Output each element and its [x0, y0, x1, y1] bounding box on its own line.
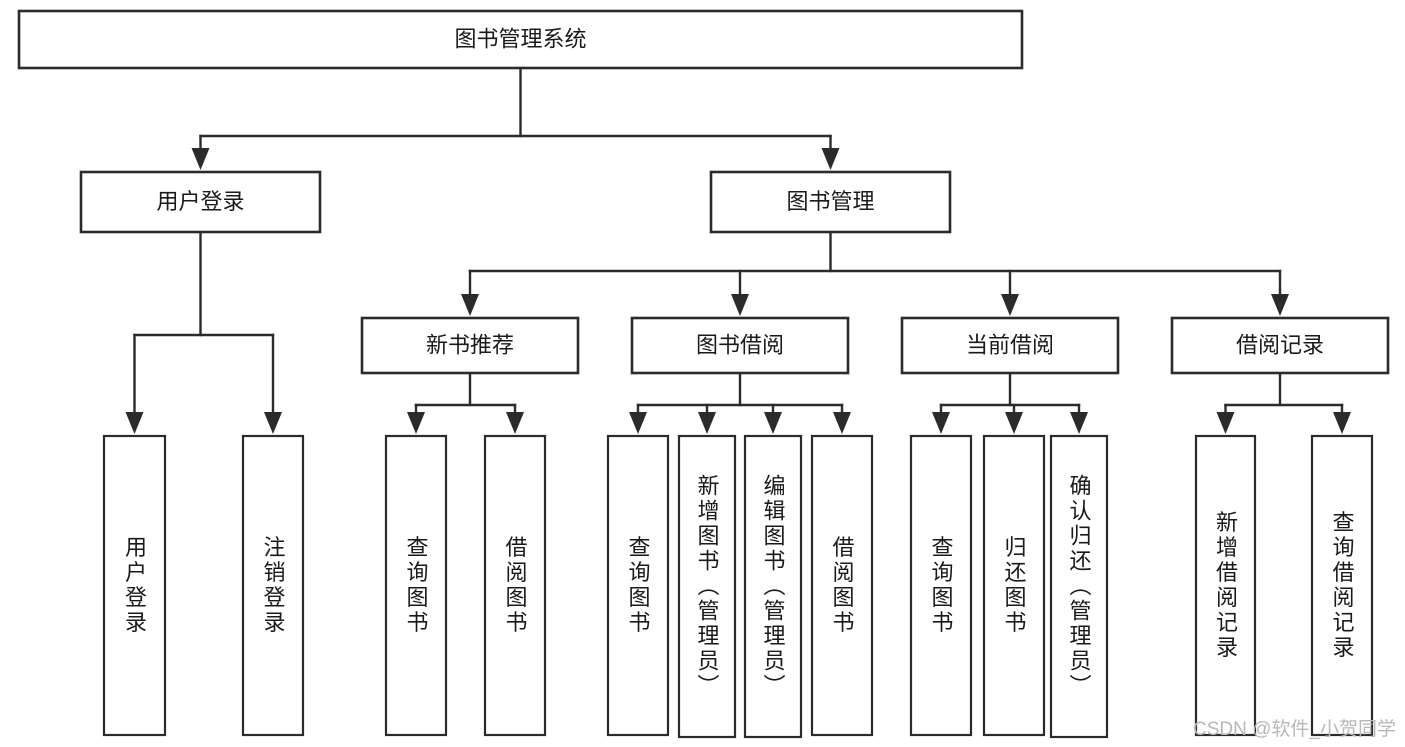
node-borrow-records[interactable]: 借阅记录	[1170, 316, 1390, 375]
node-label-nbr-query-book: 查询图书	[404, 536, 429, 636]
node-user-login[interactable]: 用户登录	[79, 170, 322, 234]
node-undefined[interactable]: 图书管理系统	[17, 9, 1024, 70]
node-box-book-borrow	[630, 316, 850, 375]
node-box-current-borrow	[900, 316, 1120, 375]
node-book-borrow[interactable]: 图书借阅	[630, 316, 850, 375]
node-bb-borrow-book[interactable]: 借阅图书	[810, 434, 874, 737]
node-box-br-query-record	[1310, 434, 1374, 737]
arrow-head-icon	[264, 412, 282, 434]
node-box-bb-add-book	[677, 434, 737, 739]
node-box-nbr-query-book	[384, 434, 448, 737]
arrow-head-icon	[821, 148, 840, 170]
node-label-bb-query-book: 查询图书	[626, 536, 651, 636]
node-box-new-book-recommend	[360, 316, 580, 375]
arrow-head-icon	[191, 148, 210, 170]
node-box-undefined	[17, 9, 1024, 70]
arrow-head-icon	[461, 294, 479, 316]
node-label-user-login: 用户登录	[156, 189, 244, 214]
node-label-user-logout-leaf: 注销登录	[261, 536, 286, 636]
node-box-cb-query-book	[909, 434, 973, 737]
node-label-undefined: 图书管理系统	[454, 26, 586, 51]
arrow-head-icon	[932, 412, 950, 434]
node-br-query-record[interactable]: 查询借阅记录	[1310, 434, 1374, 737]
node-label-book-management: 图书管理	[786, 189, 874, 214]
node-layer: 图书管理系统用户登录用户登录注销登录图书管理新书推荐查询图书借阅图书图书借阅查询…	[17, 9, 1390, 739]
node-label-book-borrow: 图书借阅	[696, 332, 784, 357]
node-label-nbr-borrow-book: 借阅图书	[503, 536, 528, 636]
node-nbr-borrow-book[interactable]: 借阅图书	[483, 434, 547, 737]
node-box-bb-query-book	[606, 434, 670, 737]
node-nbr-query-book[interactable]: 查询图书	[384, 434, 448, 737]
node-bb-edit-book[interactable]: 编辑图书（管理员）	[743, 434, 803, 739]
arrow-head-icon	[764, 412, 782, 434]
arrow-head-icon	[1070, 412, 1088, 434]
node-label-cb-confirm-return: 确认归还（管理员）	[1067, 474, 1092, 699]
arrow-head-icon	[1271, 294, 1289, 316]
node-label-bb-borrow-book: 借阅图书	[830, 536, 855, 636]
node-box-bb-borrow-book	[810, 434, 874, 737]
node-label-new-book-recommend: 新书推荐	[426, 332, 514, 357]
arrow-head-icon	[1005, 412, 1023, 434]
node-cb-query-book[interactable]: 查询图书	[909, 434, 973, 737]
node-box-br-add-record	[1194, 434, 1257, 737]
arrow-head-icon	[1333, 412, 1351, 434]
connector-layer	[125, 66, 1351, 434]
arrow-head-icon	[833, 412, 851, 434]
node-box-user-login-leaf	[102, 434, 167, 737]
node-current-borrow[interactable]: 当前借阅	[900, 316, 1120, 375]
node-box-nbr-borrow-book	[483, 434, 547, 737]
node-box-book-management	[709, 170, 952, 234]
node-cb-confirm-return[interactable]: 确认归还（管理员）	[1049, 434, 1109, 739]
node-label-cb-query-book: 查询图书	[929, 536, 954, 636]
node-box-user-logout-leaf	[241, 434, 305, 737]
arrow-head-icon	[698, 412, 716, 434]
node-bb-query-book[interactable]: 查询图书	[606, 434, 670, 737]
node-label-br-query-record: 查询借阅记录	[1330, 511, 1355, 661]
node-cb-return-book[interactable]: 归还图书	[982, 434, 1046, 737]
node-label-borrow-records: 借阅记录	[1236, 332, 1324, 357]
arrow-head-icon	[1216, 412, 1235, 434]
node-box-cb-return-book	[982, 434, 1046, 737]
arrow-head-icon	[125, 412, 144, 434]
arrow-head-icon	[731, 294, 749, 316]
arrow-head-icon	[407, 412, 425, 434]
arrow-head-icon	[1001, 294, 1019, 316]
node-box-bb-edit-book	[743, 434, 803, 739]
node-label-current-borrow: 当前借阅	[966, 332, 1054, 357]
node-br-add-record[interactable]: 新增借阅记录	[1194, 434, 1257, 737]
node-book-management[interactable]: 图书管理	[709, 170, 952, 234]
node-user-logout-leaf[interactable]: 注销登录	[241, 434, 305, 737]
node-label-bb-edit-book: 编辑图书（管理员）	[761, 474, 786, 699]
node-box-borrow-records	[1170, 316, 1390, 375]
arrow-head-icon	[506, 412, 524, 434]
node-box-cb-confirm-return	[1049, 434, 1109, 739]
node-bb-add-book[interactable]: 新增图书（管理员）	[677, 434, 737, 739]
arrow-head-icon	[629, 412, 647, 434]
node-new-book-recommend[interactable]: 新书推荐	[360, 316, 580, 375]
node-label-cb-return-book: 归还图书	[1002, 536, 1027, 636]
node-label-user-login-leaf: 用户登录	[122, 536, 147, 636]
node-label-br-add-record: 新增借阅记录	[1213, 511, 1238, 661]
node-box-user-login	[79, 170, 322, 234]
node-label-bb-add-book: 新增图书（管理员）	[695, 474, 720, 699]
node-user-login-leaf[interactable]: 用户登录	[102, 434, 167, 737]
csdn-watermark: CSDN @软件_小贺同学	[1193, 718, 1396, 740]
